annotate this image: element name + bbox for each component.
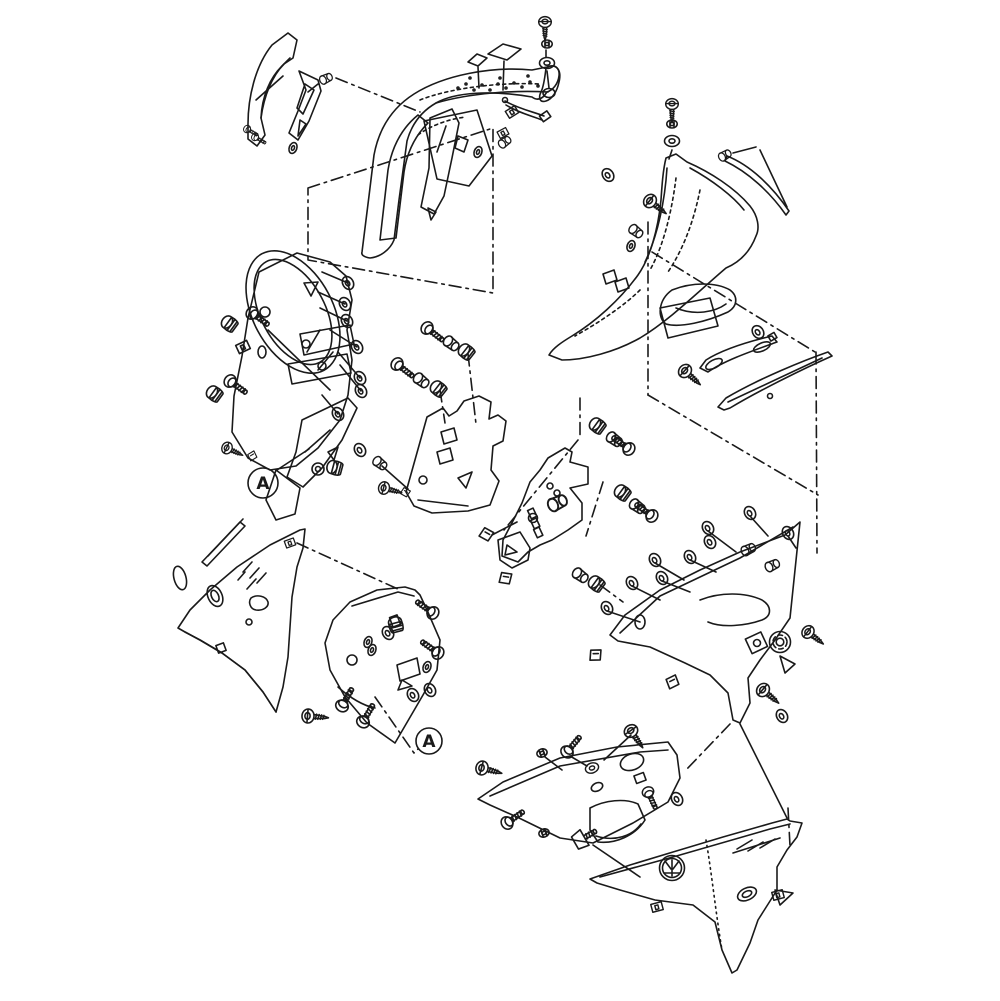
yamaha-emblem bbox=[658, 854, 686, 882]
cowling-mount-hardware bbox=[537, 15, 556, 89]
stipple-dots bbox=[456, 74, 540, 92]
center-bracket-assembly bbox=[477, 414, 662, 663]
center-bracket bbox=[501, 447, 589, 563]
callout-a-2-label: A bbox=[422, 732, 436, 752]
callout-a-1-label: A bbox=[256, 474, 270, 494]
air-intake-trim bbox=[699, 322, 778, 373]
rear-side-panel bbox=[609, 521, 801, 724]
front-left-hardware bbox=[300, 595, 448, 731]
inner-panel-hardware bbox=[203, 273, 412, 500]
emblem-plate-small bbox=[467, 53, 488, 67]
under-cowl-stay-assembly bbox=[387, 318, 507, 514]
center-bracket-hardware bbox=[569, 414, 662, 663]
inner-panel-assembly: A bbox=[203, 249, 412, 521]
side-trim-panel bbox=[717, 351, 833, 411]
callout-a-2-circle bbox=[415, 727, 443, 755]
construction-lines bbox=[296, 77, 819, 847]
windshield-stay-assembly bbox=[241, 32, 335, 156]
lower-center-panel bbox=[477, 741, 681, 844]
panel-opening-ring-inner bbox=[253, 258, 333, 366]
lower-center-hardware bbox=[473, 721, 650, 852]
cowling-inner-duct bbox=[420, 108, 460, 215]
lower-center-panel-assembly bbox=[473, 721, 681, 878]
decal-marks bbox=[237, 561, 267, 590]
right-upper-cowling-assembly bbox=[548, 97, 833, 411]
front-cowling-panel bbox=[361, 65, 560, 259]
windshield-panel bbox=[423, 109, 493, 187]
panel-opening-ring-outer bbox=[245, 249, 341, 375]
callout-a-2: A bbox=[374, 696, 443, 755]
harness-and-clips bbox=[471, 96, 552, 160]
right-lower-cover-assembly bbox=[589, 818, 803, 974]
model-decal bbox=[732, 837, 781, 854]
right-upper-cowling-panel bbox=[548, 153, 759, 361]
front-left-panel-assembly: A bbox=[172, 518, 448, 755]
callout-a-1-circle bbox=[247, 467, 279, 499]
front-left-inner-panel bbox=[324, 586, 441, 744]
front-left-outer-panel bbox=[177, 528, 306, 713]
under-cowl-stay bbox=[405, 395, 507, 514]
right-cowling-hardware bbox=[598, 97, 706, 391]
front-cowling-assembly bbox=[361, 15, 561, 259]
callout-a-1: A bbox=[247, 448, 310, 499]
emblem-plate-large bbox=[487, 43, 522, 61]
inner-panel-leader-lines bbox=[317, 271, 409, 490]
rear-panel-hardware bbox=[598, 503, 829, 812]
cowling-trim-strip bbox=[716, 146, 790, 216]
lower-center-leader-lines bbox=[544, 734, 641, 878]
rear-panel-leader-lines bbox=[606, 515, 797, 819]
inner-panel-body bbox=[231, 252, 353, 471]
rear-side-panel-assembly bbox=[598, 503, 829, 819]
stay-bracket bbox=[288, 70, 322, 141]
